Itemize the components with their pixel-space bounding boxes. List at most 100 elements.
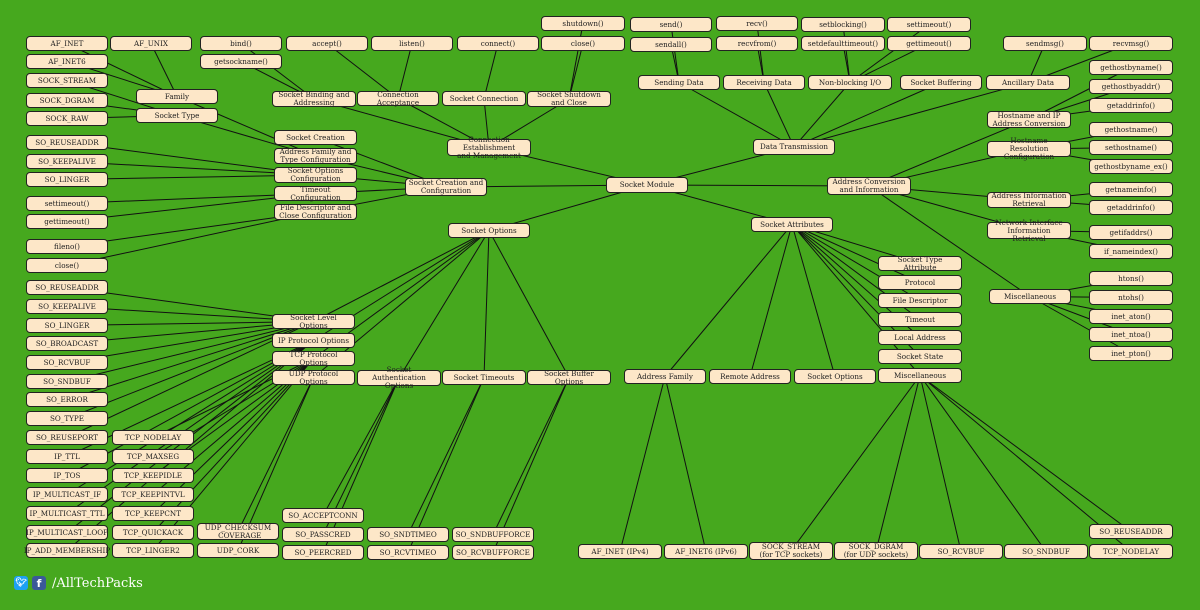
node-ip-addm: IP_ADD_MEMBERSHIP [24,543,110,558]
edge-opts-timeouts [483,230,490,378]
node-sock-dgram-udp: SOCK_DGRAM (for UDP sockets) [834,542,918,560]
node-opts: Socket Options [448,223,530,238]
node-b-sndbuf: SO_SNDBUF [1004,544,1088,559]
node-send: send() [630,17,712,32]
edge-nonblock-setblocking [842,24,851,83]
edge-solevel-so_sndbuf [66,321,314,382]
node-netif: Network Interface Information Retrieval [987,218,1071,242]
node-authopts: Socket Authentication Options [357,366,441,390]
edge-attrs-at_proto [791,224,921,283]
node-sock-raw: SOCK_RAW [26,111,108,126]
node-datatx: Data Transmission [753,139,835,155]
edge-bufopts-so_rcvbufforce [492,377,570,553]
twitter-icon[interactable]: 🐦︎ [14,576,28,590]
node-so-broadcast: SO_BROADCAST [26,336,108,351]
node-tcp-keepidle: TCP_KEEPIDLE [112,468,194,483]
node-sethostname: sethostname() [1089,140,1173,155]
edge-accept_n-listen [397,43,413,99]
edge-tcpopts-tcp_quickack [152,358,314,533]
node-ancillary: Ancillary Data [986,75,1070,90]
edge-senddata-send [670,24,680,83]
edge-datatx-ancillary [793,82,1029,148]
node-so-peercred: SO_PEERCRED [282,545,364,560]
node-tcp-linger2: TCP_LINGER2 [112,543,194,558]
edge-attrs-at_opts [791,224,836,377]
edge-addrconv-misc_a [868,185,1031,297]
node-sock-stream: SOCK_STREAM [26,73,108,88]
edge-ipopts-ip_mttl [66,340,314,514]
node-b-reuseaddr: SO_REUSEADDR [1089,524,1173,539]
node-tcp-keepcnt: TCP_KEEPCNT [112,506,194,521]
node-htons: htons() [1089,271,1173,286]
node-at-remote: Remote Address [709,369,791,384]
node-recvdata: Receiving Data [723,75,805,90]
node-hostip: Hostname and IP Address Conversion [987,111,1071,128]
node-at-local: Local Address [878,330,962,345]
node-tcpopts: TCP Protocol Options [272,350,355,366]
edge-sshut-shutdown [568,23,584,100]
edge-opts-authopts [398,230,490,379]
node-so-passcred: SO_PASSCRED [282,527,364,542]
edge-addrconv-hostip [868,119,1030,187]
edge-hostip-gethostbyname [1028,67,1132,120]
node-gethostbyname-ex: gethostbyname_ex() [1089,159,1173,174]
node-ip-mloop: IP_MULTICAST_LOOP [26,525,108,540]
edge-datatx-buffering [793,82,942,148]
node-bind: bind() [200,36,282,51]
node-misc-a: Miscellaneous [989,289,1071,304]
facebook-icon[interactable]: f [32,576,46,590]
node-sock-stream-tcp: SOCK_STREAM (for TCP sockets) [749,542,833,560]
node-getsockname: getsockname() [200,54,282,69]
edge-udpopts-udp_cork [237,377,314,551]
node-getaddrinfo: getaddrinfo() [1089,98,1173,113]
node-sock-dgram: SOCK_DGRAM [26,93,108,108]
edge-at_misc-b_sndbuf [919,375,1047,552]
edge-attrs-at_remote [749,224,793,377]
edge-sconn-connect [483,43,499,99]
node-ip-tos: IP_TOS [26,468,108,483]
node-tcp-maxseg: TCP_MAXSEG [112,449,194,464]
footer-brand: 🐦︎ f /AllTechPacks [14,575,143,591]
node-recvfrom: recvfrom() [716,36,798,51]
edge-family-af_inet [66,43,178,97]
node-creation: Socket Creation and Configuration [405,178,487,196]
node-c-timeout: Timeout Configuration [274,185,357,201]
node-udp-cork: UDP_CORK [197,543,279,558]
node-so-rcvbufforce: SO_RCVBUFFORCE [452,545,534,560]
edge-at_misc-sock_dgram_udp [875,375,921,552]
edge-at_misc-b_nodelay [919,375,1132,552]
edge-datatx-senddata [678,82,795,148]
node-cf-fileno: fileno() [26,239,108,254]
node-setblocking: setblocking() [801,17,885,32]
node-at-family: Address Family [624,369,706,384]
node-bufopts: Socket Buffer Options [527,369,611,385]
node-udp-checksum: UDP_CHECKSUM _COVERAGE [197,523,279,540]
node-at-fd: File Descriptor [878,293,962,308]
node-ct-set: settimeout() [26,196,108,211]
node-so-reuseaddr: SO_REUSEADDR [26,280,108,295]
node-root: Socket Module [606,177,688,193]
edge-accept_n-accept [326,43,399,99]
node-af-unix: AF_UNIX [110,36,192,51]
node-family: Family [136,89,218,104]
node-ntohs: ntohs() [1089,290,1173,305]
node-tcp-keepintvl: TCP_KEEPINTVL [112,487,194,502]
node-af-inet4: AF_INET (IPv4) [578,544,662,559]
edge-sshut-close2 [568,43,584,100]
node-accept-n: Connection Acceptance [357,90,439,106]
node-at-proto: Protocol [878,275,962,290]
node-c-create: Socket Creation [274,130,357,145]
edge-misc_a-inet_pton [1029,296,1132,354]
edge-at_family-af_inet6b [664,376,707,552]
node-addrconv: Address Conversion and Information [827,177,911,195]
node-sshut: Socket Shutdown and Close [527,91,611,107]
node-inet-ntoa: inet_ntoa() [1089,327,1173,342]
edge-c_fd-cf_close [66,211,316,266]
node-co-linger: SO_LINGER [26,172,108,187]
node-co-keep: SO_KEEPALIVE [26,154,108,169]
node-udpopts: UDP Protocol Options [272,369,355,385]
node-close2: close() [541,36,625,51]
node-c-family: Address Family and Type Configuration [274,148,357,164]
node-b-rcvbuf: SO_RCVBUF [919,544,1003,559]
edge-ipopts-ip_mif [66,340,314,495]
